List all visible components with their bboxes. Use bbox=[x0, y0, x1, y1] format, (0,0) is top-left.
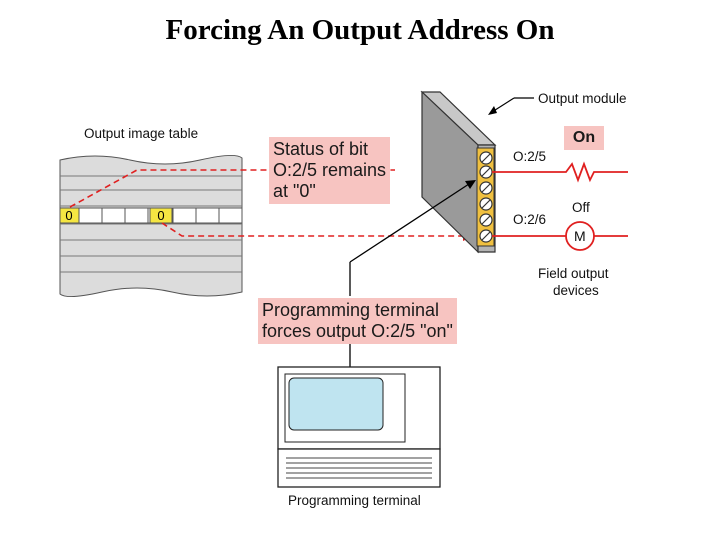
field-wiring bbox=[492, 161, 628, 237]
on-status-badge: On bbox=[564, 126, 604, 150]
programming-terminal-label: Programming terminal bbox=[288, 493, 421, 508]
bit-status-callout-line2: O:2/5 remains bbox=[273, 160, 387, 180]
output-module-label: Output module bbox=[538, 91, 627, 106]
terminal-screws bbox=[479, 151, 493, 243]
address-label-2: O:2/6 bbox=[513, 212, 547, 227]
page-title: Forcing An Output Address On bbox=[165, 14, 555, 46]
motor-label: M bbox=[574, 228, 586, 244]
image-table-bit-value-2: 0 bbox=[157, 208, 165, 223]
programming-terminal-icon bbox=[277, 366, 441, 488]
image-table-bit-2 bbox=[149, 207, 173, 224]
motor-icon bbox=[565, 221, 595, 251]
terminal-force-callout-line1: Programming terminal bbox=[262, 300, 440, 320]
field-devices-label-line2: devices bbox=[553, 283, 599, 298]
bit-status-callout: Status of bit O:2/5 remains at "0" bbox=[269, 137, 391, 204]
terminal-force-callout-line2: forces output O:2/5 "on" bbox=[262, 321, 453, 341]
terminal-force-callout: Programming terminal forces output O:2/5… bbox=[258, 298, 457, 344]
output-image-table-label: Output image table bbox=[84, 126, 199, 141]
field-devices-label-line1: Field output bbox=[538, 266, 609, 281]
terminal-to-module-arrow bbox=[349, 180, 476, 296]
image-table-bit-value-1: 0 bbox=[65, 208, 73, 223]
off-status-label: Off bbox=[572, 200, 590, 215]
bit-status-callout-line3: at "0" bbox=[273, 181, 316, 201]
address-label-1: O:2/5 bbox=[513, 149, 547, 164]
bit-status-callout-line1: Status of bit bbox=[273, 139, 369, 159]
image-table-bit-1 bbox=[59, 207, 80, 224]
output-module bbox=[420, 90, 534, 254]
output-image-table bbox=[59, 154, 243, 298]
